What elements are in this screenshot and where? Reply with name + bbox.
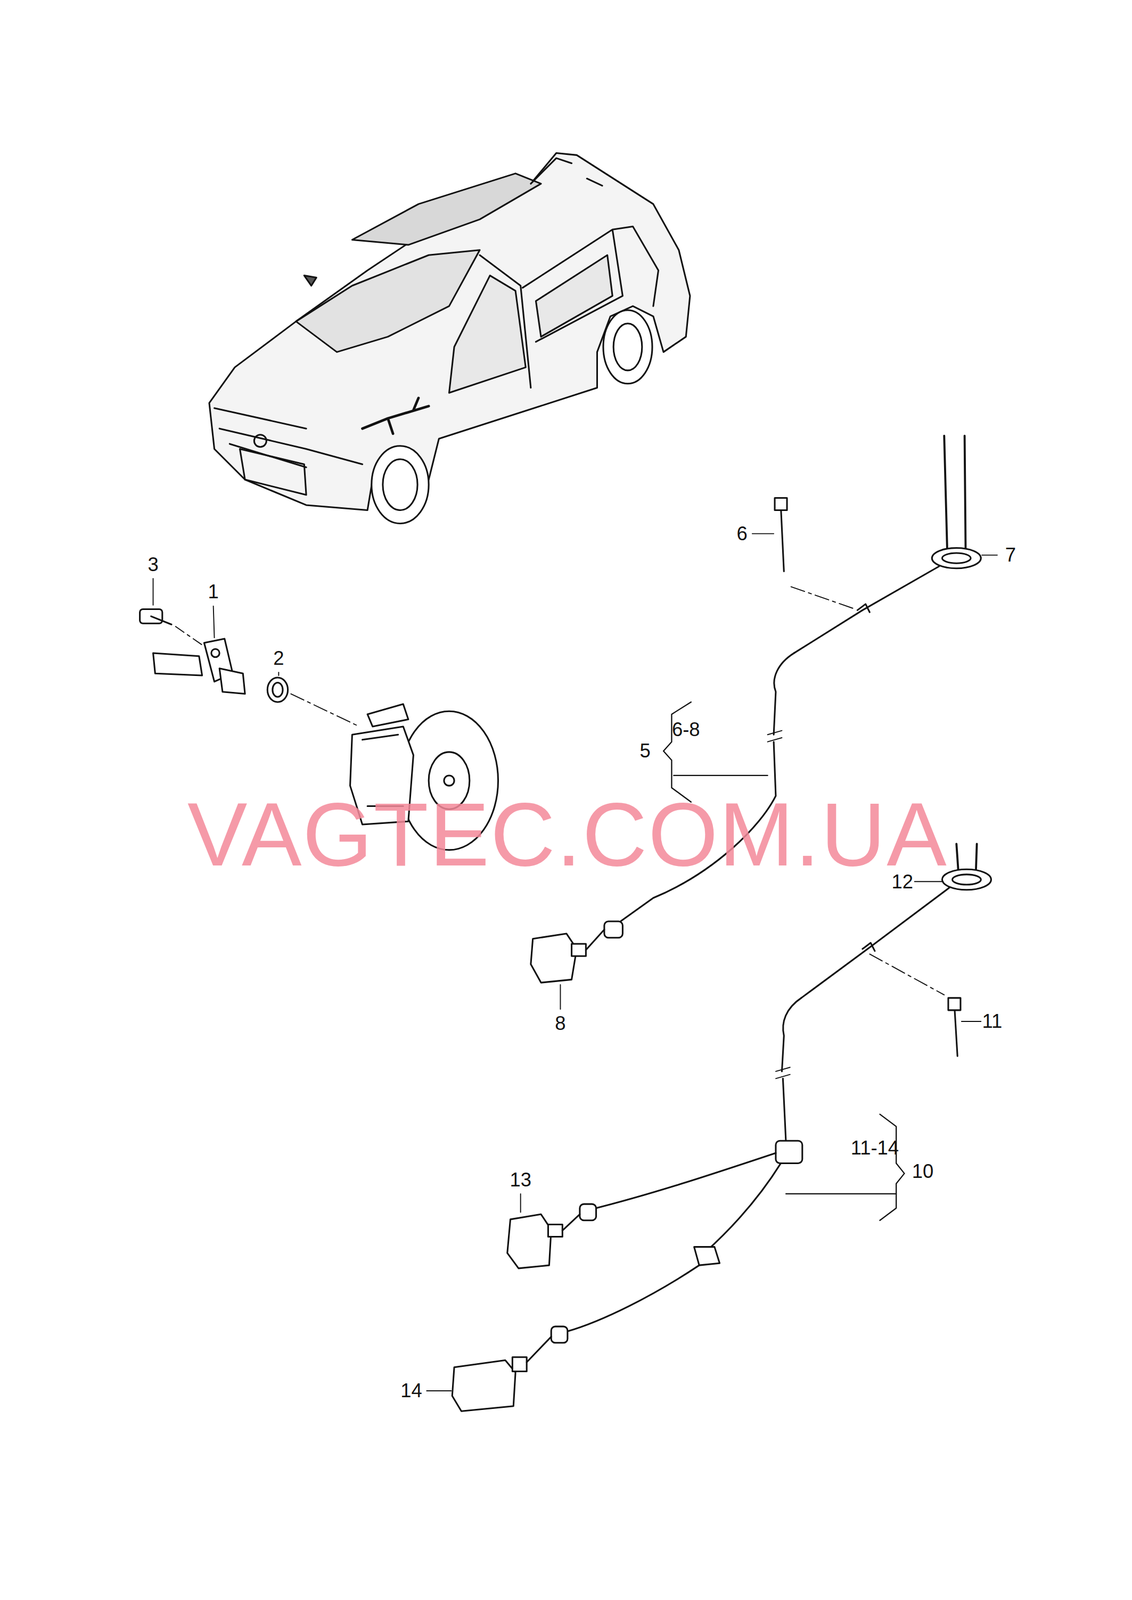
callout-number: 13 <box>509 1170 532 1190</box>
leader-lines <box>153 534 998 1392</box>
callout-number: 2 <box>273 648 284 668</box>
callout-number: 6-8 <box>671 719 701 740</box>
callout-number: 10 <box>912 1162 934 1182</box>
callout-number: 3 <box>147 554 159 574</box>
callout-number: 7 <box>1005 545 1016 565</box>
watermark: VAGTEC.COM.UA <box>187 790 948 881</box>
wiring-harness-5 <box>530 436 981 984</box>
callout-number: 6 <box>736 523 748 544</box>
callout-number: 11-14 <box>850 1138 899 1158</box>
callout-number: 5 <box>639 741 651 761</box>
car-drawing <box>209 153 691 524</box>
wiring-harness-10 <box>452 843 991 1412</box>
callout-number: 8 <box>554 1014 566 1034</box>
callout-number: 11 <box>981 1012 1003 1032</box>
callout-number: 1 <box>208 582 219 602</box>
callout-number: 14 <box>400 1381 423 1401</box>
